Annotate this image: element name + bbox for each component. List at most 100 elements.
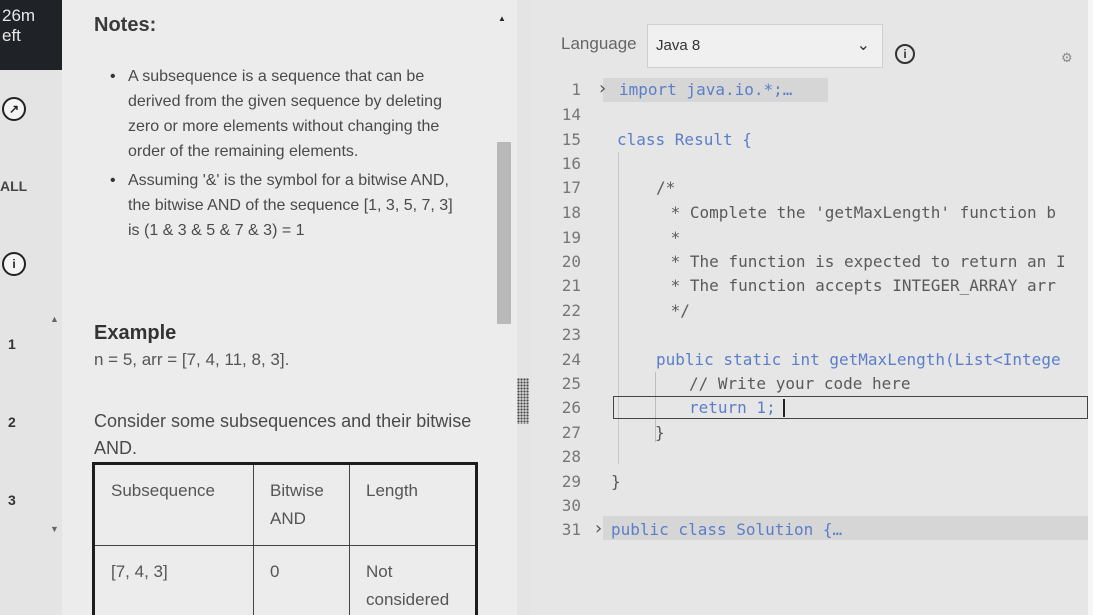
timer-value: 26m (2, 6, 36, 25)
panel-splitter[interactable] (517, 0, 531, 615)
code-text: // Write your code here (689, 374, 911, 393)
line-number: 26 (561, 398, 581, 417)
line-number: 20 (561, 252, 581, 271)
notes-list: A subsequence is a sequence that can be … (106, 64, 466, 247)
question-number-3[interactable]: 3 (8, 492, 16, 508)
compass-icon[interactable]: ↗ (2, 97, 26, 121)
code-text: import java.io.*;… (619, 80, 793, 99)
code-text: } (655, 423, 665, 442)
consider-text: Consider some subsequences and their bit… (94, 411, 472, 458)
table-row: [7, 4, 3] 0 Not considered (93, 545, 477, 615)
code-text: public static int getMaxLength(List<Inte… (656, 350, 1061, 369)
language-value: Java 8 (656, 37, 701, 54)
line-number: 28 (561, 447, 581, 466)
question-number-2[interactable]: 2 (8, 414, 16, 430)
code-text: class Result { (617, 130, 752, 149)
info-icon[interactable]: i (895, 44, 915, 64)
scrollbar-thumb[interactable] (497, 142, 511, 324)
window-edge (1088, 0, 1093, 615)
line-number: 27 (561, 423, 581, 442)
indent-guide (655, 372, 656, 442)
left-rail: 26m eft ↗ ALL i ▲ 1 2 3 ▼ (0, 0, 62, 615)
line-number: 29 (561, 472, 581, 491)
code-line: 1 › import java.io.*;… (531, 78, 1088, 102)
code-text: /* (656, 178, 676, 197)
column-header: Bitwise AND (253, 463, 350, 546)
problem-statement-panel: Notes: A subsequence is a sequence that … (62, 0, 517, 615)
info-icon[interactable]: i (2, 252, 26, 276)
code-line: 19 * (531, 226, 1088, 250)
code-text: */ (661, 301, 690, 320)
line-number: 15 (561, 130, 581, 149)
table-header-row: Subsequence Bitwise AND Length (93, 463, 477, 546)
code-line: 31 › public class Solution {… (531, 518, 1088, 542)
line-number: 19 (561, 228, 581, 247)
example-heading: Example (94, 322, 177, 344)
code-line: 30 (531, 494, 1088, 518)
line-number: 23 (561, 325, 581, 344)
language-select[interactable]: Java 8 ⌄ (647, 24, 883, 68)
fold-arrow-icon[interactable]: › (597, 78, 608, 99)
code-text: return 1; (689, 398, 776, 417)
code-text: public class Solution {… (611, 520, 843, 539)
timer-label: eft (2, 26, 21, 45)
code-text: * (661, 228, 681, 247)
question-number-1[interactable]: 1 (8, 336, 16, 352)
line-number: 24 (561, 350, 581, 369)
line-number: 31 (561, 520, 581, 539)
code-editor-panel: Language Java 8 ⌄ i ⚙ 1 › import java.io… (531, 0, 1088, 615)
note-item: A subsequence is a sequence that can be … (106, 64, 466, 164)
drag-handle-icon[interactable] (517, 378, 529, 424)
line-number: 16 (561, 154, 581, 173)
fold-arrow-icon[interactable]: › (593, 518, 604, 539)
chevron-down-icon: ⌄ (856, 37, 870, 54)
example-input: n = 5, arr = [7, 4, 11, 8, 3]. (94, 350, 290, 369)
settings-icon[interactable]: ⚙ (1061, 50, 1073, 65)
code-line: 25 // Write your code here (531, 372, 1088, 396)
code-line: 14 (531, 103, 1088, 127)
code-line: 22 */ (531, 299, 1088, 323)
code-text: * The function is expected to return an … (661, 252, 1066, 271)
code-text: } (611, 472, 621, 491)
scroll-up-arrow-icon[interactable]: ▲ (498, 14, 506, 23)
column-header: Subsequence (93, 463, 254, 546)
table-cell: 0 (253, 545, 350, 615)
column-header: Length (349, 463, 477, 546)
line-number: 1 (571, 80, 581, 99)
code-line: 16 (531, 152, 1088, 176)
active-line-highlight (613, 396, 1088, 419)
line-number: 18 (561, 203, 581, 222)
code-line: 21 * The function accepts INTEGER_ARRAY … (531, 274, 1088, 298)
line-number: 25 (561, 374, 581, 393)
code-line: 15 class Result { (531, 128, 1088, 152)
caret-up-icon: ▲ (50, 314, 59, 324)
code-line: 18 * Complete the 'getMaxLength' functio… (531, 201, 1088, 225)
indent-guide (618, 152, 619, 464)
code-line: 17 /* (531, 176, 1088, 200)
table-cell: [7, 4, 3] (93, 545, 254, 615)
code-line: 28 (531, 445, 1088, 469)
code-line: 29 } (531, 470, 1088, 494)
code-line (603, 516, 1088, 540)
code-line: 20 * The function is expected to return … (531, 250, 1088, 274)
all-questions-link[interactable]: ALL (0, 178, 28, 194)
line-number: 30 (561, 496, 581, 515)
code-line: 23 (531, 323, 1088, 347)
code-line: 27 } (531, 421, 1088, 445)
line-number: 17 (561, 178, 581, 197)
line-number: 22 (561, 301, 581, 320)
code-line (603, 78, 828, 102)
subsequence-table: Subsequence Bitwise AND Length [7, 4, 3]… (92, 462, 478, 615)
code-text: * The function accepts INTEGER_ARRAY arr (661, 276, 1056, 295)
time-left-timer: 26m eft (0, 0, 62, 70)
line-number: 14 (561, 105, 581, 124)
text-cursor (783, 399, 785, 417)
table-cell: Not considered (349, 545, 477, 615)
note-item: Assuming '&' is the symbol for a bitwise… (106, 168, 466, 243)
code-text: * Complete the 'getMaxLength' function b (661, 203, 1056, 222)
line-number: 21 (561, 276, 581, 295)
problem-scrollbar[interactable]: ▲ (495, 14, 511, 614)
caret-down-icon: ▼ (50, 524, 59, 534)
code-line: 26 return 1; (531, 396, 1088, 420)
notes-heading: Notes: (94, 14, 157, 36)
